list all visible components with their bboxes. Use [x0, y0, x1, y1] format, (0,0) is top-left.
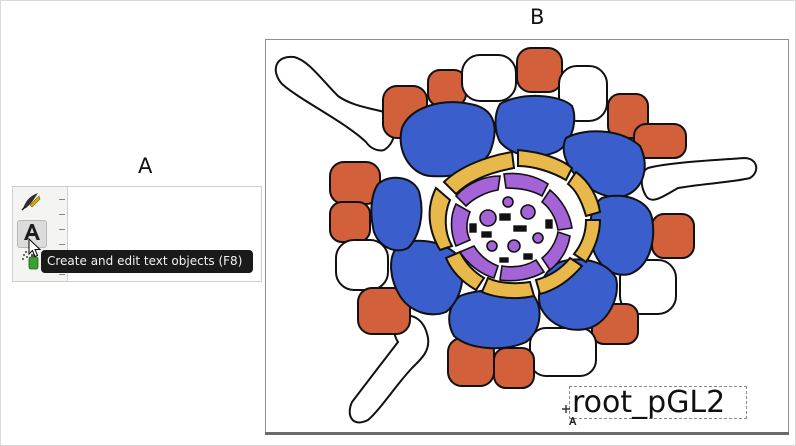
stele-cell [507, 239, 521, 253]
xylem-vessel [545, 219, 553, 229]
text-tool-cursor-icon [561, 403, 579, 431]
stele-cell [454, 175, 501, 208]
stele-cell [532, 232, 544, 244]
root-hair-cell [274, 55, 396, 152]
epidermis-cell [619, 259, 677, 315]
calligraphy-pen-icon [20, 190, 42, 216]
stele-cell [450, 202, 472, 248]
stele-cell [540, 188, 573, 231]
epidermis-cell [516, 47, 563, 93]
xylem-vessel [499, 213, 511, 221]
epidermis-cell [461, 54, 517, 102]
cortex-cell [390, 239, 464, 316]
xylem-vessel [499, 257, 509, 263]
mouse-pointer-icon [28, 237, 42, 262]
cortex-cell [494, 94, 576, 158]
spray-tool-button[interactable] [17, 249, 45, 275]
text-object-label[interactable]: root_pGL2 [569, 386, 747, 419]
epidermis-cell [529, 327, 597, 377]
panel-label-b: B [530, 5, 545, 29]
stele-cell [502, 196, 514, 208]
canvas-page-border [265, 432, 789, 435]
endodermis-cell [517, 148, 574, 182]
root-hair-cell [640, 156, 758, 201]
epidermis-cell [329, 201, 371, 243]
endodermis-cell [534, 256, 584, 296]
epidermis-cell [357, 287, 411, 335]
xylem-vessel [481, 231, 492, 238]
stele-cell [520, 204, 536, 220]
tool-tooltip: Create and edit text objects (F8) [41, 250, 253, 273]
endodermis-cell [442, 150, 516, 196]
epidermis-cell [651, 213, 695, 259]
endodermis-cell [572, 219, 602, 264]
epidermis-cell [335, 239, 389, 291]
cortex-cell [370, 176, 423, 252]
endodermis-cell [480, 276, 536, 300]
endodermis-cell [566, 170, 602, 218]
stele-cell [458, 244, 499, 279]
cortex-cell [448, 289, 541, 350]
epidermis-cell [493, 347, 535, 389]
endodermis-cell [428, 186, 454, 252]
stele-cell [486, 240, 498, 252]
epidermis-cell [427, 69, 467, 107]
stele-cell [499, 258, 546, 282]
panel-label-a: A [138, 154, 153, 178]
cortex-cell [399, 101, 496, 178]
xylem-vessel [469, 223, 477, 233]
xylem-vessel [523, 253, 533, 260]
root-cross-section-diagram[interactable] [266, 40, 786, 430]
stele-cell [503, 172, 550, 198]
calligraphy-tool-button[interactable] [17, 190, 45, 216]
xylem-vessel [513, 225, 527, 232]
spray-can-icon [20, 249, 42, 275]
stele-cell [540, 230, 571, 272]
text-tool-icon [22, 222, 42, 246]
stele-cell [479, 209, 497, 227]
